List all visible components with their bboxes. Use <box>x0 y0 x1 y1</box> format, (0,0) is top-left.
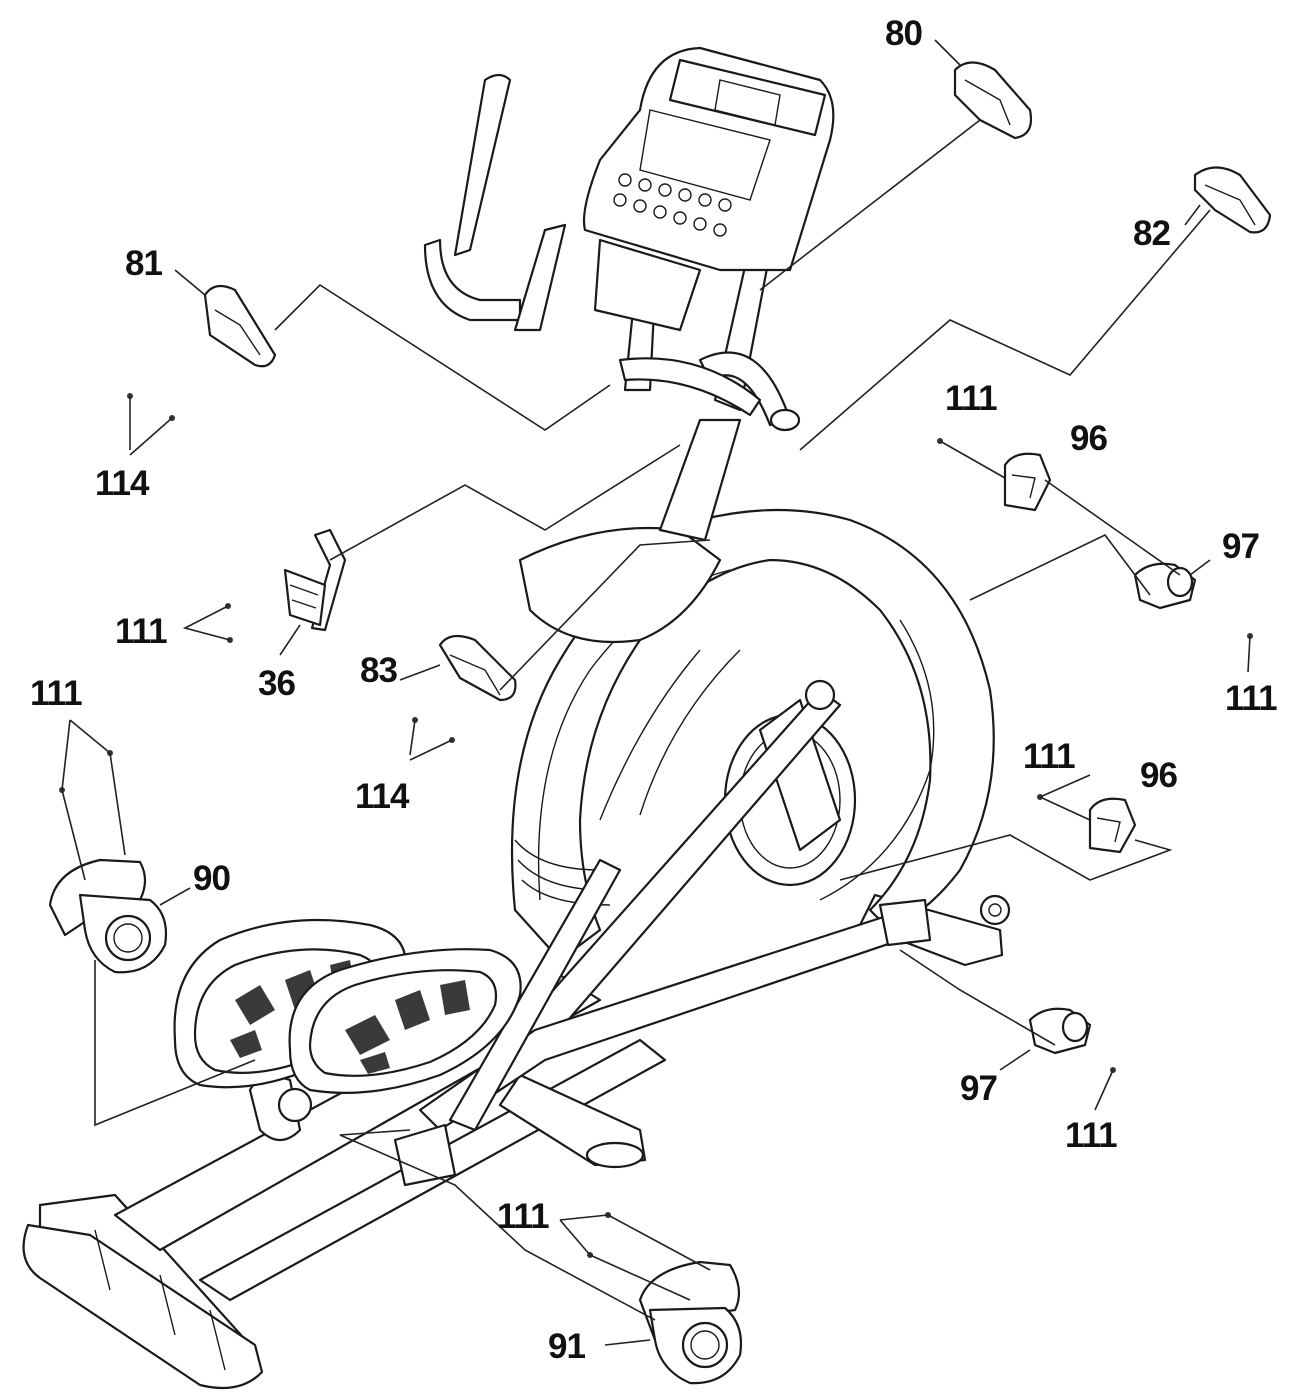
label-111-bottom-right: 111 <box>1065 1116 1117 1155</box>
label-97-upper: 97 <box>1222 527 1259 566</box>
pedals <box>173 918 522 1094</box>
label-90: 90 <box>193 859 230 898</box>
label-36: 36 <box>258 664 295 703</box>
part-80-cover <box>953 61 1033 140</box>
part-91-wheel-cover <box>638 1260 743 1385</box>
part-83-cover <box>438 634 517 702</box>
pedal-arms <box>248 679 932 1187</box>
flywheel-housing <box>510 418 995 962</box>
part-81-cover <box>203 284 277 368</box>
label-111-right-97: 111 <box>1225 679 1277 718</box>
exploded-parts <box>48 61 1272 1385</box>
console <box>582 46 835 332</box>
part-97-lower-cap <box>1028 1007 1092 1055</box>
elliptical-machine <box>22 46 1011 1390</box>
label-91: 91 <box>548 1327 585 1366</box>
label-96-lower: 96 <box>1140 756 1177 795</box>
part-96-lower-cap <box>1088 797 1137 854</box>
part-labels: 80 81 82 114 111 96 97 111 36 83 111 111… <box>30 14 1278 1366</box>
label-80: 80 <box>885 14 922 53</box>
label-111-upper-right: 111 <box>945 379 997 418</box>
label-111-left: 111 <box>30 674 82 713</box>
part-90-wheel-cover <box>48 858 168 974</box>
label-111-bracket: 111 <box>115 612 167 651</box>
console-buttons <box>613 173 732 237</box>
label-82: 82 <box>1133 214 1170 253</box>
label-114-mid: 114 <box>355 777 410 816</box>
label-111-bottom: 111 <box>497 1197 549 1236</box>
label-114-left: 114 <box>95 464 150 503</box>
label-83: 83 <box>360 651 397 690</box>
label-96-upper: 96 <box>1070 419 1107 458</box>
part-82-cover <box>1193 166 1272 234</box>
label-111-mid-right: 111 <box>1023 737 1075 776</box>
part-36-bracket <box>283 528 347 632</box>
leader-lines <box>61 39 1251 1346</box>
label-97-lower: 97 <box>960 1069 997 1108</box>
part-96-upper-cap <box>1003 452 1052 512</box>
label-81: 81 <box>125 244 162 283</box>
